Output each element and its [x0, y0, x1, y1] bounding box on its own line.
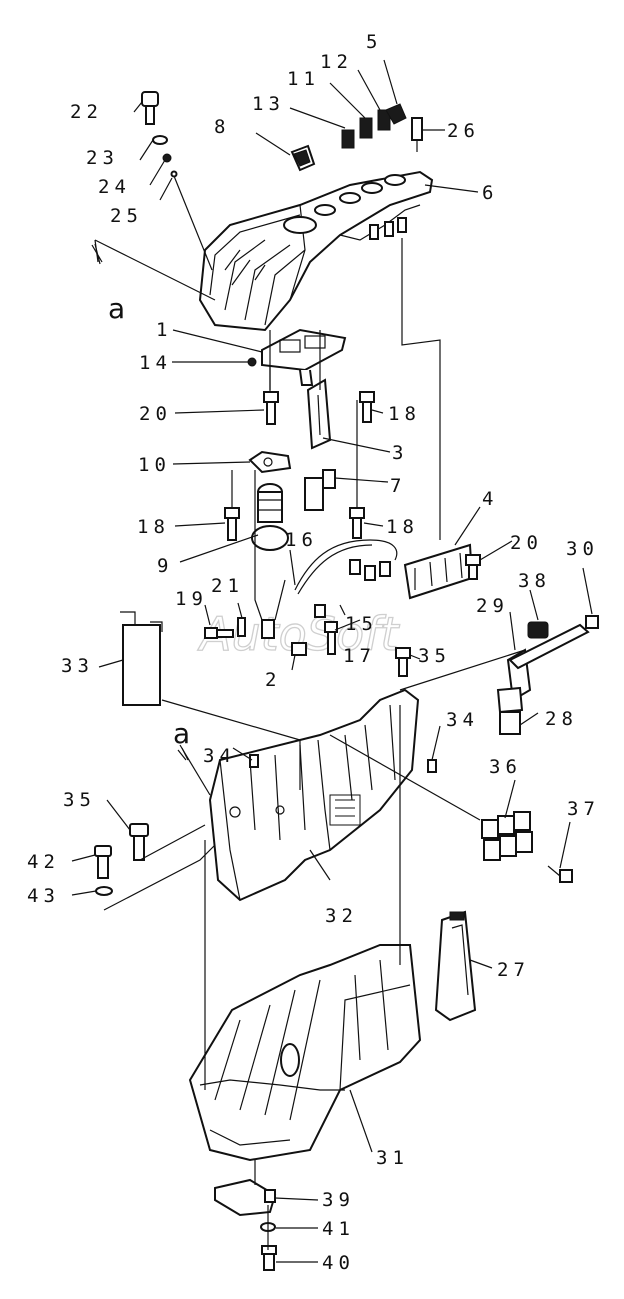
callout-40: 40: [322, 1252, 355, 1274]
callout-20a: 20: [139, 403, 172, 425]
callout-33: 33: [61, 655, 94, 677]
wire-harness: [274, 539, 398, 656]
callout-3: 3: [392, 442, 408, 464]
right-switch-bracket: [496, 615, 599, 735]
side-cover: [434, 910, 477, 1022]
callout-20b: 20: [510, 532, 543, 554]
callout-31: 31: [376, 1147, 409, 1169]
small-fasteners: [204, 617, 411, 677]
relay-cluster: [481, 811, 573, 883]
callout-34b: 34: [203, 745, 236, 767]
callout-8: 8: [214, 116, 230, 138]
callout-23: 23: [86, 147, 119, 169]
callout-35b: 35: [63, 789, 96, 811]
view-marker-mid: a: [173, 717, 190, 750]
callout-9: 9: [157, 555, 173, 577]
rotary-knob: [251, 483, 289, 551]
callout-21: 21: [211, 575, 244, 597]
callout-30: 30: [566, 538, 599, 560]
callout-labels: a a 5 12 11 13 22 8 26 23 24 6 25 1 14 2…: [27, 31, 600, 1274]
upper-console-cover: [198, 170, 434, 332]
callout-29: 29: [476, 595, 509, 617]
callout-14: 14: [139, 352, 172, 374]
callout-7: 7: [390, 475, 406, 497]
leader-lines: [71, 59, 593, 1263]
callout-17: 17: [343, 645, 376, 667]
callout-18a: 18: [388, 403, 421, 425]
callout-39: 39: [322, 1189, 355, 1211]
callout-16: 16: [285, 529, 318, 551]
callout-22: 22: [70, 101, 103, 123]
callout-35a: 35: [418, 645, 451, 667]
callout-24: 24: [98, 176, 131, 198]
callout-4: 4: [482, 488, 498, 510]
callout-6: 6: [482, 182, 498, 204]
callout-26: 26: [447, 120, 480, 142]
lower-housing: [188, 944, 422, 1162]
callout-13: 13: [252, 93, 285, 115]
mounting-bracket: [247, 328, 375, 511]
callout-18b: 18: [137, 516, 170, 538]
callout-32: 32: [325, 905, 358, 927]
bottom-cap: [214, 1178, 277, 1271]
callout-1: 1: [156, 319, 172, 341]
callout-19: 19: [175, 588, 208, 610]
callout-34a: 34: [446, 709, 479, 731]
relay-bank: [403, 543, 481, 600]
view-arrow-mid: [177, 744, 211, 796]
callout-27: 27: [497, 959, 530, 981]
callout-36: 36: [489, 756, 522, 778]
callout-5: 5: [366, 31, 382, 53]
middle-frame: [208, 688, 437, 902]
callout-11: 11: [287, 68, 320, 90]
callout-42: 42: [27, 851, 60, 873]
callout-12: 12: [320, 51, 353, 73]
callout-41: 41: [322, 1218, 355, 1240]
view-marker-top: a: [108, 292, 125, 325]
callout-38: 38: [518, 570, 551, 592]
callout-10: 10: [138, 454, 171, 476]
callout-25: 25: [110, 205, 143, 227]
callout-2: 2: [265, 669, 281, 691]
bolts-18: [224, 507, 365, 541]
callout-18c: 18: [386, 516, 419, 538]
view-arrow-top: [91, 239, 216, 301]
callout-37: 37: [567, 798, 600, 820]
gasket-sheet: [120, 611, 163, 706]
callout-43: 43: [27, 885, 60, 907]
top-switches: [290, 103, 423, 172]
callout-15: 15: [345, 613, 378, 635]
callout-28: 28: [545, 708, 578, 730]
